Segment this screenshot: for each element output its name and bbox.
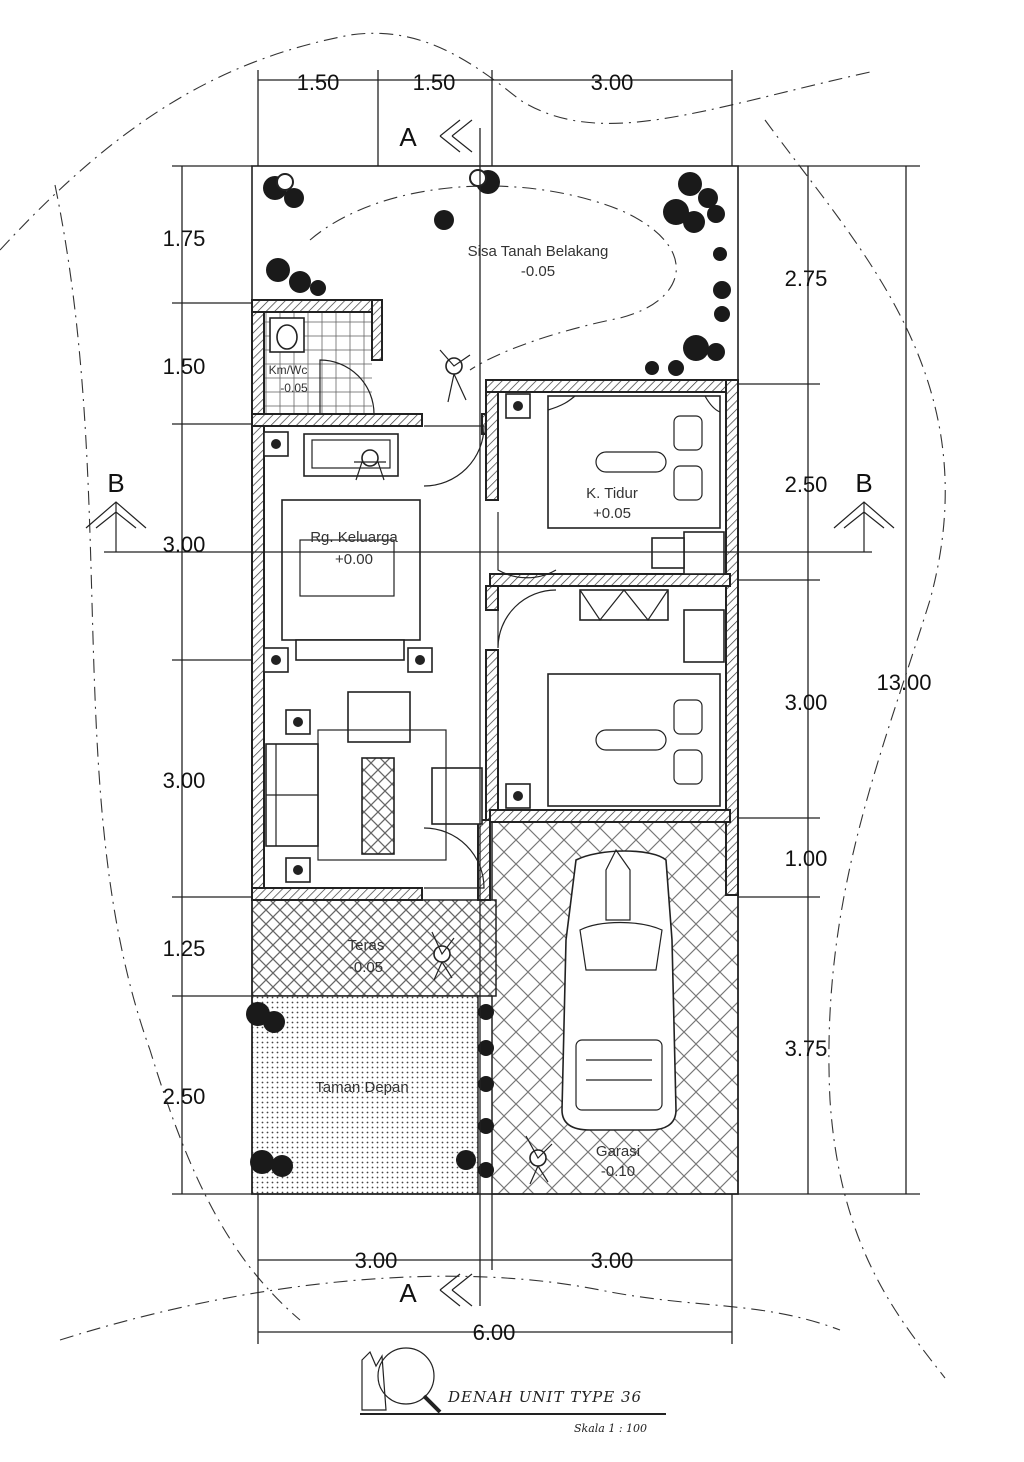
dim-top-2: 1.50 [413,70,456,95]
dim-bottom-total: 6.00 [473,1320,516,1345]
dim-left-5: 1.25 [163,936,206,961]
dim-right-1: 2.75 [785,266,828,291]
front-garden-name: Taman Depan [315,1079,408,1096]
bathroom-level: -0.05 [280,381,308,395]
family-room-name: Rg. Keluarga [310,529,398,546]
drawing-title: DENAH UNIT TYPE 36 [447,1388,642,1406]
dim-top-1: 1.50 [297,70,340,95]
plants [246,169,731,1178]
dim-left-2: 1.50 [163,354,206,379]
walls [251,299,739,901]
section-a-top: A [399,122,417,152]
site-boundary [0,32,946,1379]
back-yard-name: Sisa Tanah Belakang [468,243,609,260]
title-block: DENAH UNIT TYPE 36 Skala 1 : 100 [360,1347,666,1435]
back-yard-level: -0.05 [521,263,555,280]
section-b-right: B [855,468,872,498]
structural-columns [263,393,531,883]
terrace-name: Teras [348,937,385,954]
family-room-level: +0.00 [335,551,373,568]
bathroom-name: Km/Wc [269,363,308,377]
door-swings [319,359,557,889]
car-icon [561,848,677,1131]
dim-right-total: 13.00 [876,670,931,695]
room-labels: Sisa Tanah Belakang -0.05 Km/Wc -0.05 Rg… [269,243,640,1180]
dim-right-4: 1.00 [785,846,828,871]
section-a-bottom: A [399,1278,417,1308]
section-b-left: B [107,468,124,498]
dim-right-2: 2.50 [785,472,828,497]
section-mark-labels: A A B B [107,122,872,1308]
garage-level: -0.10 [601,1163,635,1180]
drawing-scale: Skala 1 : 100 [574,1422,647,1435]
dim-top-3: 3.00 [591,70,634,95]
dim-left-3: 3.00 [163,532,206,557]
dimension-lines [172,70,920,1344]
dim-left-4: 3.00 [163,768,206,793]
dim-right-3: 3.00 [785,690,828,715]
dim-bottom-1: 3.00 [355,1248,398,1273]
people-figures [354,349,553,1185]
furniture [265,317,725,861]
terrace-level: -0.05 [349,959,383,976]
dimension-labels: 1.50 1.50 3.00 1.75 1.50 3.00 3.00 1.25 … [163,70,932,1345]
dim-bottom-2: 3.00 [591,1248,634,1273]
garage-name: Garasi [596,1143,640,1160]
dim-left-1: 1.75 [163,226,206,251]
bedroom-name: K. Tidur [586,485,638,502]
dim-right-5: 3.75 [785,1036,828,1061]
dim-left-6: 2.50 [163,1084,206,1109]
bedroom-level: +0.05 [593,505,631,522]
section-cut-lines [85,119,895,1307]
